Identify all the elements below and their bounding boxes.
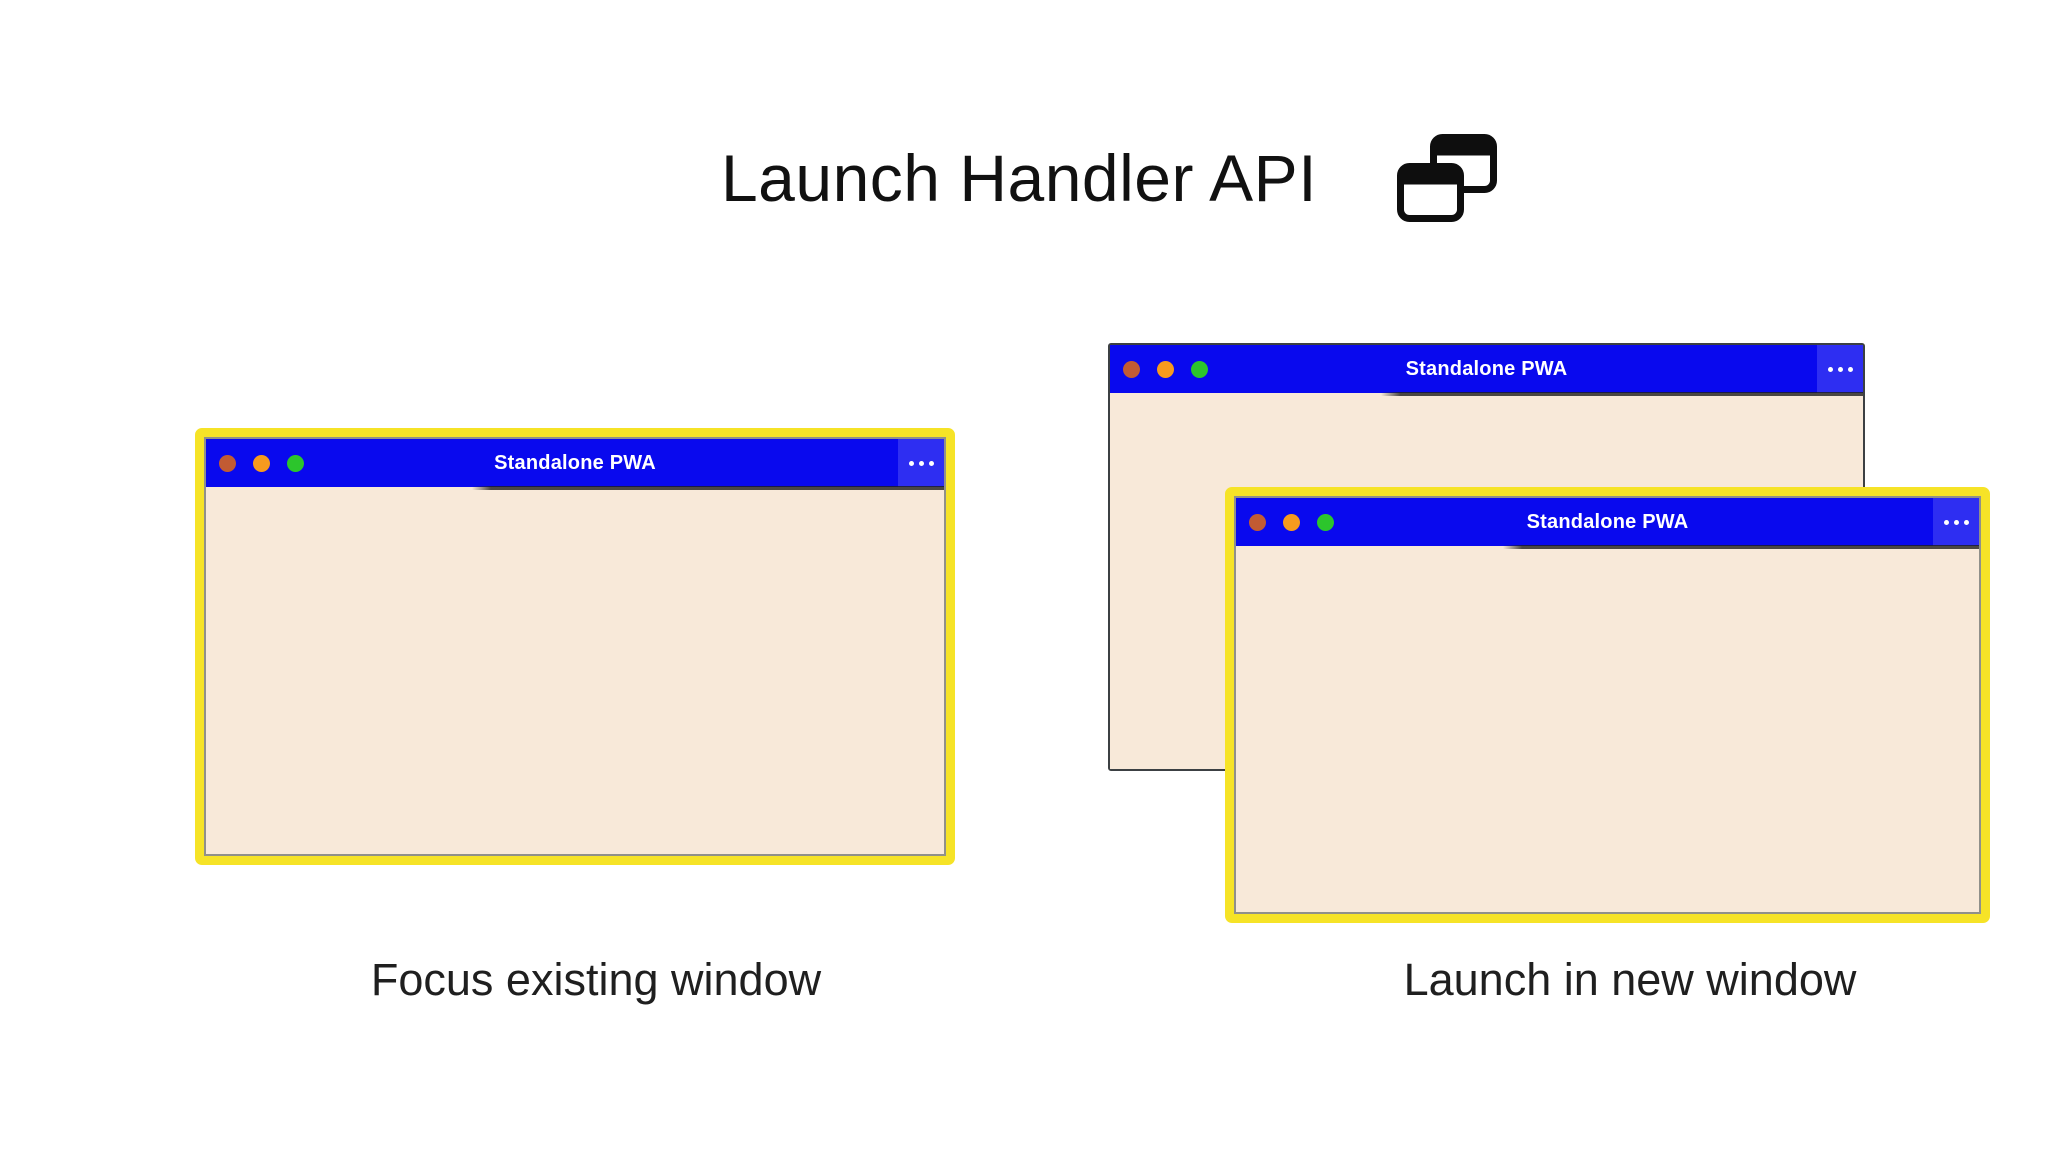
minimize-button-icon[interactable] bbox=[253, 454, 270, 472]
page-title: Launch Handler API bbox=[720, 141, 1318, 215]
window-controls bbox=[219, 439, 304, 487]
close-button-icon[interactable] bbox=[219, 454, 236, 472]
window-frame: Standalone PWA bbox=[1234, 496, 1981, 914]
more-menu-button[interactable] bbox=[1933, 498, 1979, 546]
ellipsis-icon bbox=[1837, 366, 1843, 372]
more-menu-button[interactable] bbox=[1817, 345, 1863, 393]
more-menu-button[interactable] bbox=[898, 439, 944, 487]
overlapping-windows-icon bbox=[1397, 134, 1498, 222]
titlebar-shadow bbox=[1503, 545, 1979, 549]
caption-launch-new: Launch in new window bbox=[1403, 954, 1857, 1005]
ellipsis-icon bbox=[1847, 366, 1853, 372]
zoom-button-icon[interactable] bbox=[1191, 360, 1208, 378]
ellipsis-icon bbox=[1827, 366, 1833, 372]
minimize-button-icon[interactable] bbox=[1283, 513, 1300, 531]
window-title: Standalone PWA bbox=[1405, 357, 1568, 380]
pwa-window-focused: Standalone PWA bbox=[195, 428, 955, 865]
titlebar-shadow bbox=[1381, 392, 1863, 396]
window-content bbox=[206, 487, 944, 854]
window-content bbox=[1236, 546, 1979, 912]
close-button-icon[interactable] bbox=[1123, 360, 1140, 378]
zoom-button-icon[interactable] bbox=[1317, 513, 1334, 531]
header: Launch Handler API bbox=[85, 118, 2048, 238]
close-button-icon[interactable] bbox=[1249, 513, 1266, 531]
ellipsis-icon bbox=[1963, 519, 1969, 525]
ellipsis-icon bbox=[928, 460, 934, 466]
ellipsis-icon bbox=[908, 460, 914, 466]
titlebar-shadow bbox=[471, 486, 944, 490]
zoom-button-icon[interactable] bbox=[287, 454, 304, 472]
ellipsis-icon bbox=[1953, 519, 1959, 525]
window-frame: Standalone PWA bbox=[204, 437, 946, 856]
caption-focus-existing: Focus existing window bbox=[370, 954, 822, 1005]
ellipsis-icon bbox=[1943, 519, 1949, 525]
window-titlebar: Standalone PWA bbox=[1110, 345, 1863, 396]
window-controls bbox=[1249, 498, 1334, 546]
window-title: Standalone PWA bbox=[1526, 510, 1689, 533]
window-titlebar: Standalone PWA bbox=[1236, 498, 1979, 549]
pwa-window-new: Standalone PWA bbox=[1225, 487, 1990, 923]
ellipsis-icon bbox=[918, 460, 924, 466]
window-controls bbox=[1123, 345, 1208, 393]
window-titlebar: Standalone PWA bbox=[206, 439, 944, 490]
minimize-button-icon[interactable] bbox=[1157, 360, 1174, 378]
window-title: Standalone PWA bbox=[494, 451, 656, 474]
